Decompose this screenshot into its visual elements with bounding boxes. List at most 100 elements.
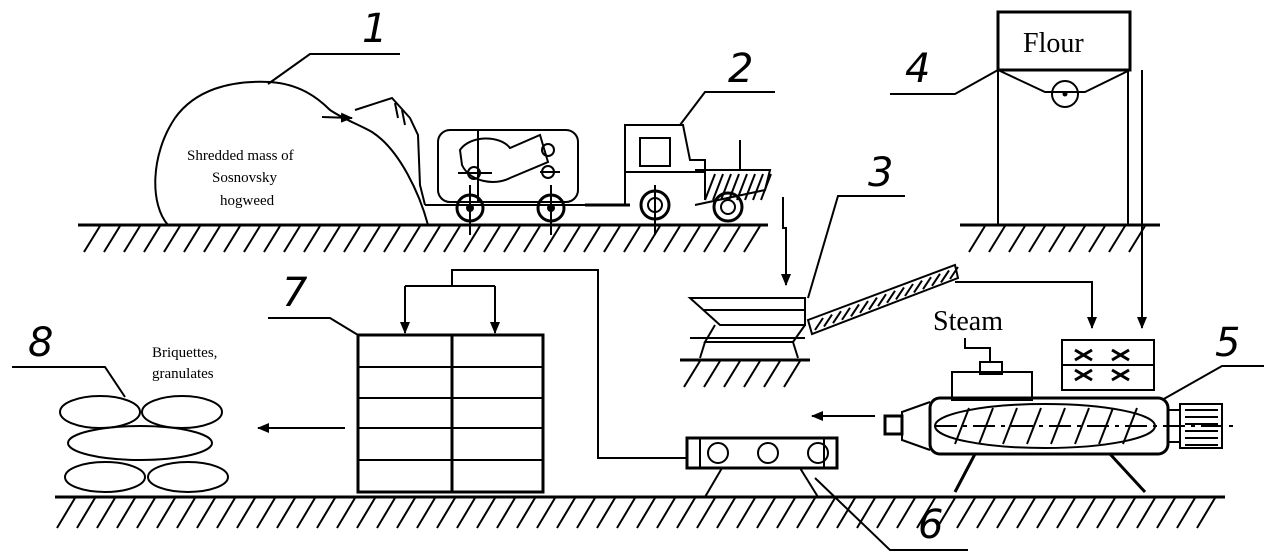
hatch-line <box>914 281 922 293</box>
hatch-line <box>744 361 760 387</box>
hatch-line <box>204 226 220 252</box>
hatch-line <box>977 498 995 528</box>
hatch-line <box>477 498 495 528</box>
hatch-line <box>557 498 575 528</box>
hatch-line <box>833 311 841 323</box>
hatch-line <box>344 226 360 252</box>
hatch-line <box>797 498 815 528</box>
storage-rack <box>358 335 543 492</box>
return-line <box>452 270 687 458</box>
hatch-line <box>824 315 832 327</box>
hatch-line <box>1197 498 1215 528</box>
upper-ground <box>78 225 1160 252</box>
hatch-line <box>969 226 985 252</box>
ref-3: 3 <box>868 150 893 196</box>
hatch-line <box>757 498 775 528</box>
hatch-line <box>744 226 760 252</box>
svg-text:Shredded mass of: Shredded mass of <box>187 148 294 164</box>
harvester-trailer <box>355 98 605 235</box>
hatch-line <box>957 498 975 528</box>
hatch-line <box>457 498 475 528</box>
hatch-line <box>444 226 460 252</box>
hatch-line <box>717 498 735 528</box>
hatch-line <box>1157 498 1175 528</box>
hatch-line <box>869 298 877 310</box>
hatch-line <box>364 226 380 252</box>
lower-ground <box>55 497 1225 528</box>
ref-2: 2 <box>728 46 753 92</box>
briquettes <box>60 396 228 492</box>
reference-numbers: 1 2 3 4 5 6 7 8 <box>28 6 1240 548</box>
hatch-line <box>464 226 480 252</box>
hatch-line <box>104 226 120 252</box>
mass-label: Shredded mass of Sosnovsky hogweed <box>187 148 294 209</box>
hatch-line <box>684 361 700 387</box>
steam-label: Steam <box>933 306 1003 337</box>
hatch-line <box>664 226 680 252</box>
hatch-line <box>397 498 415 528</box>
hatch-line <box>1097 498 1115 528</box>
hatch-line <box>197 498 215 528</box>
hatch-line <box>815 318 823 330</box>
hatch-line <box>237 498 255 528</box>
hatch-line <box>657 498 675 528</box>
hatch-line <box>437 498 455 528</box>
hatch-line <box>224 226 240 252</box>
hatch-line <box>1049 226 1065 252</box>
hatch-line <box>923 277 931 289</box>
hatch-line <box>564 226 580 252</box>
hatch-line <box>217 498 235 528</box>
hatch-line <box>644 226 660 252</box>
hatch-line <box>932 274 940 286</box>
hatch-line <box>624 226 640 252</box>
feed-arrow-3 <box>783 197 786 285</box>
hatch-line <box>517 498 535 528</box>
hatch-line <box>704 361 720 387</box>
hatch-line <box>887 291 895 303</box>
hatch-line <box>684 226 700 252</box>
hatch-line <box>324 226 340 252</box>
ref-5: 5 <box>1215 320 1240 366</box>
hatch-line <box>157 498 175 528</box>
hatch-line <box>784 361 800 387</box>
hatch-line <box>905 284 913 296</box>
hatch-line <box>704 226 720 252</box>
hatch-line <box>57 498 75 528</box>
load-arrow <box>322 117 352 118</box>
hatch-line <box>577 498 595 528</box>
hatch-line <box>497 498 515 528</box>
hatch-line <box>724 226 740 252</box>
hatch-line <box>1017 498 1035 528</box>
hatch-line <box>77 498 95 528</box>
hatch-line <box>404 226 420 252</box>
ref-6: 6 <box>918 502 943 548</box>
hatch-line <box>1089 226 1105 252</box>
svg-text:Sosnovsky: Sosnovsky <box>212 170 278 186</box>
hopper <box>680 298 810 387</box>
hatch-line <box>144 226 160 252</box>
hatch-line <box>277 498 295 528</box>
hatch-line <box>337 498 355 528</box>
svg-text:hogweed: hogweed <box>220 193 275 209</box>
hatch-line <box>304 226 320 252</box>
hatch-line <box>137 498 155 528</box>
ref-4: 4 <box>905 46 930 92</box>
hatch-line <box>504 226 520 252</box>
svg-text:granulates: granulates <box>152 366 214 382</box>
hatch-line <box>1009 226 1025 252</box>
hatch-line <box>842 308 850 320</box>
hatch-line <box>764 361 780 387</box>
hatch-line <box>297 498 315 528</box>
hatch-line <box>1077 498 1095 528</box>
hatch-line <box>184 226 200 252</box>
hatch-line <box>117 498 135 528</box>
hatch-line <box>896 287 904 299</box>
hatch-line <box>604 226 620 252</box>
hatch-line <box>1037 498 1055 528</box>
hatch-line <box>1137 498 1155 528</box>
hatch-line <box>724 361 740 387</box>
hatch-line <box>637 498 655 528</box>
hatch-line <box>597 498 615 528</box>
ref-8: 8 <box>28 320 53 366</box>
hatch-line <box>484 226 500 252</box>
